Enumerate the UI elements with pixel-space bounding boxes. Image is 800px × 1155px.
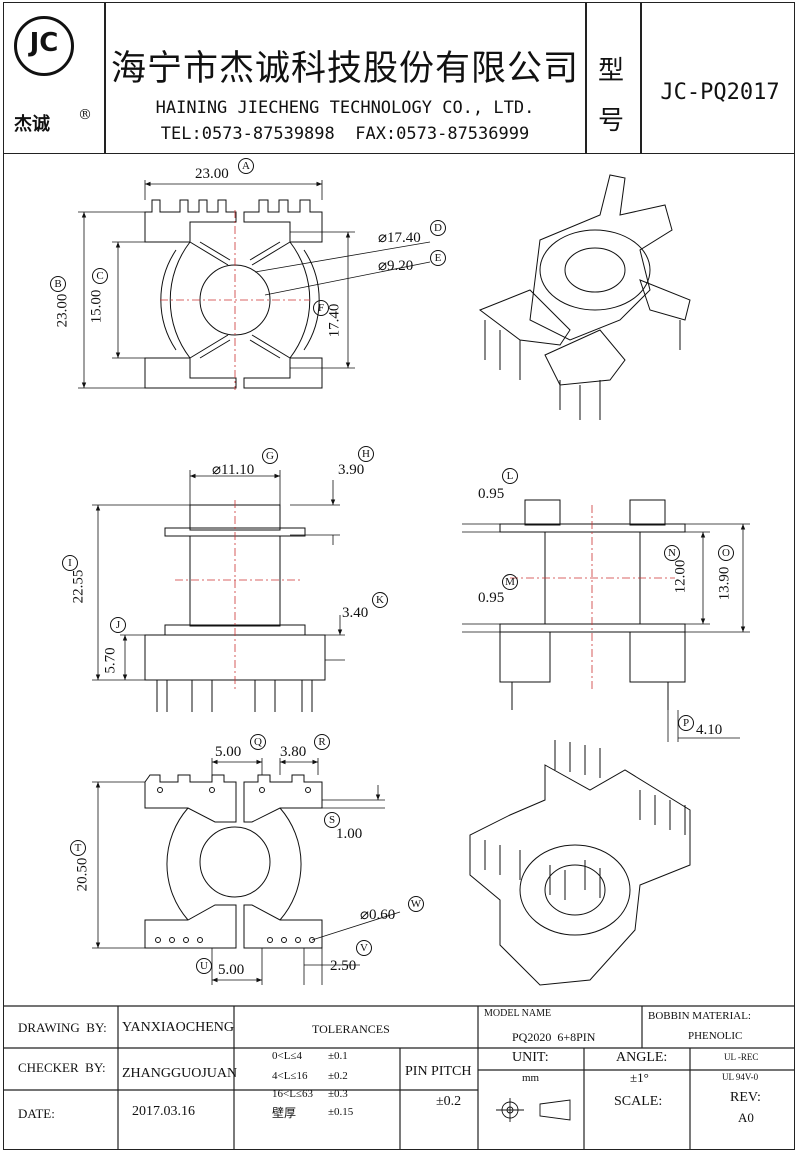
ul-line-1: UL -REC	[724, 1052, 759, 1062]
company-name-cn: 海宁市杰诚科技股份有限公司	[110, 49, 579, 89]
bobbin-material-value: PHENOLIC	[688, 1030, 743, 1042]
logo-text: JC	[29, 28, 59, 58]
front-view-dimensions	[92, 470, 345, 681]
side-view-centerlines	[510, 505, 675, 690]
ul-line-2: UL 94V-0	[722, 1072, 759, 1082]
dim-S-value: 1.00	[336, 826, 363, 842]
header-divider-logo	[104, 2, 106, 154]
registered-mark: ®	[78, 107, 92, 123]
date-label: DATE:	[18, 1106, 55, 1121]
checker-by-label: CHECKER BY:	[18, 1060, 106, 1075]
model-name-value: PQ2020 6+8PIN	[512, 1030, 596, 1044]
company-logo: JC 杰诚 ®	[10, 14, 100, 144]
dim-H-value: 3.90	[338, 462, 365, 478]
company-contact: TEL:0573-87539898 FAX:0573-87536999	[160, 124, 530, 144]
header-divider-type	[585, 2, 587, 154]
tol-range-2: 16<L≤63	[272, 1088, 313, 1100]
bottom-view-dimensions	[92, 758, 401, 985]
dim-T-ref: T	[70, 840, 86, 856]
rev-value: A0	[738, 1110, 754, 1125]
dim-E-ref: E	[430, 250, 446, 266]
angle-label: ANGLE:	[616, 1050, 668, 1065]
isometric-view-top	[478, 174, 691, 420]
tol-value-0: ±0.1	[328, 1050, 348, 1062]
checker-by-value: ZHANGGUOJUAN	[122, 1066, 238, 1081]
drawing-frame	[3, 2, 795, 1150]
drawing-by-value: YANXIAOCHENG	[122, 1020, 234, 1035]
pin-pitch-label: PIN PITCH	[405, 1064, 472, 1079]
model-name-label: MODEL NAME	[484, 1008, 552, 1019]
tol-range-1: 4<L≤16	[272, 1070, 308, 1082]
dim-Q-value: 5.00	[215, 744, 242, 760]
type-label-2: 号	[598, 106, 625, 136]
tol-value-2: ±0.3	[328, 1088, 348, 1100]
dim-L-ref: L	[502, 468, 518, 484]
date-value: 2017.03.16	[132, 1104, 195, 1119]
dim-W-ref: W	[408, 896, 424, 912]
dim-K-ref: K	[372, 592, 388, 608]
dim-V-value: 2.50	[330, 958, 357, 974]
dim-P-ref: P	[678, 715, 694, 731]
projection-symbol	[496, 1098, 571, 1122]
side-view-dimensions	[462, 523, 750, 742]
logo-circle	[14, 16, 74, 76]
tol-range-3: 壁厚	[272, 1106, 297, 1120]
dim-Q-ref: Q	[250, 734, 266, 750]
pin-pitch-value: ±0.2	[436, 1094, 462, 1109]
bobbin-material-label: BOBBIN MATERIAL:	[648, 1010, 751, 1022]
dim-G-value: ⌀11.10	[212, 462, 255, 478]
dim-M-value: 0.95	[478, 590, 505, 606]
dim-K-value: 3.40	[342, 605, 369, 621]
dim-O-ref: O	[718, 545, 734, 561]
dim-W-value: ⌀0.60	[360, 907, 396, 923]
unit-label: UNIT:	[512, 1050, 549, 1065]
top-view-dimensions	[78, 180, 431, 389]
scale-label: SCALE:	[614, 1094, 663, 1109]
dim-U-ref: U	[196, 958, 212, 974]
company-name-en: HAINING JIECHENG TECHNOLOGY CO., LTD.	[155, 98, 535, 118]
dim-J-ref: J	[110, 617, 126, 633]
dim-U-value: 5.00	[218, 962, 245, 978]
dim-A-value: 23.00	[195, 166, 229, 182]
dim-M-ref: M	[502, 574, 518, 590]
front-view-centerlines	[175, 500, 300, 690]
dim-A-ref: A	[238, 158, 254, 174]
bottom-view	[144, 774, 323, 949]
dim-E-value: ⌀9.20	[378, 258, 414, 274]
dim-V-ref: V	[356, 940, 372, 956]
model-code: JC-PQ2017	[660, 80, 780, 105]
dim-D-ref: D	[430, 220, 446, 236]
dim-D-value: ⌀17.40	[378, 230, 421, 246]
technical-drawing	[78, 174, 750, 986]
dim-L-value: 0.95	[478, 486, 505, 502]
dim-H-ref: H	[358, 446, 374, 462]
dim-P-value: 4.10	[696, 722, 723, 738]
dim-G-ref: G	[262, 448, 278, 464]
rev-label: REV:	[730, 1090, 761, 1105]
dim-C-ref: C	[92, 268, 108, 284]
drawing-by-label: DRAWING BY:	[18, 1020, 107, 1035]
type-label-1: 型	[598, 56, 625, 86]
dim-S-ref: S	[324, 812, 340, 828]
logo-subtitle: 杰诚	[14, 114, 50, 135]
dim-R-ref: R	[314, 734, 330, 750]
top-view-centerlines	[160, 210, 310, 390]
unit-value: mm	[522, 1072, 540, 1084]
header-divider-model	[640, 2, 642, 154]
tol-value-3: ±0.15	[328, 1106, 354, 1118]
tol-value-1: ±0.2	[328, 1070, 348, 1082]
header-block	[3, 2, 795, 154]
dim-N-ref: N	[664, 545, 680, 561]
dim-F-ref: F	[313, 300, 329, 316]
dim-B-ref: B	[50, 276, 66, 292]
isometric-view-bottom	[469, 740, 691, 986]
dim-R-value: 3.80	[280, 744, 307, 760]
dim-I-ref: I	[62, 555, 78, 571]
tol-range-0: 0<L≤4	[272, 1050, 302, 1062]
tolerances-label: TOLERANCES	[312, 1022, 390, 1036]
angle-value: ±1°	[630, 1070, 649, 1085]
